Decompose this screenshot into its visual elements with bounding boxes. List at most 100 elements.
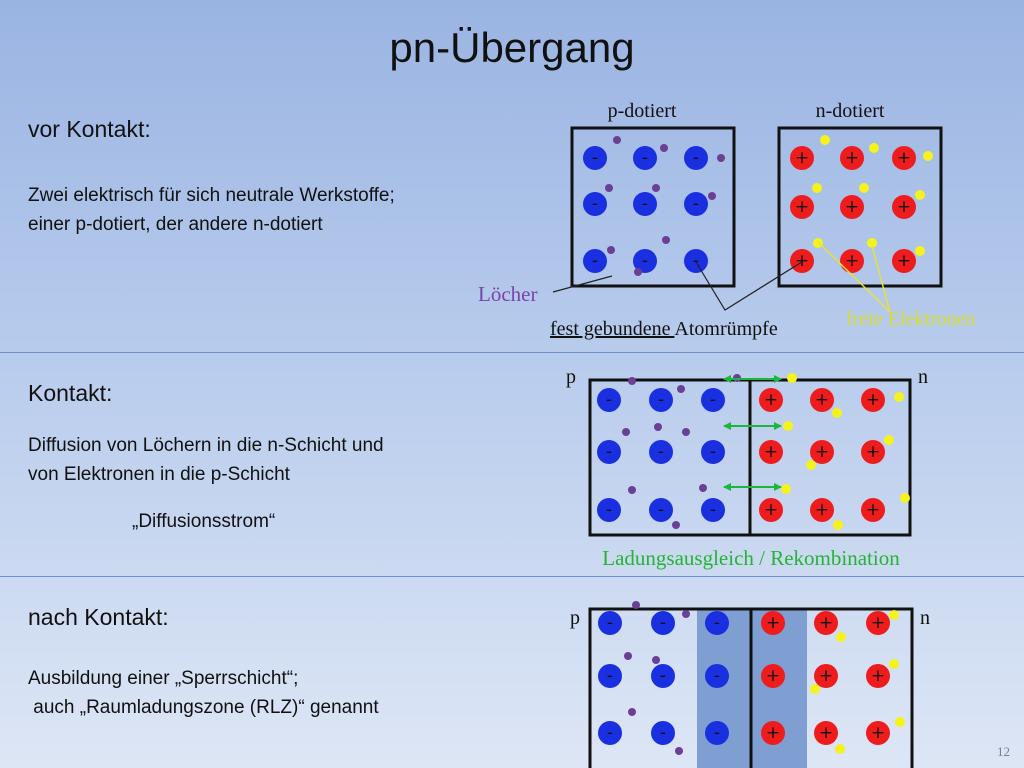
hole-dot (662, 236, 670, 244)
section-heading-vor-kontakt: vor Kontakt: (28, 116, 151, 142)
acceptor-ion-circle (633, 146, 657, 170)
donor-ion-circle (892, 195, 916, 219)
d3-p-label: p (570, 607, 580, 629)
acceptor-ion-circle (651, 664, 675, 688)
acceptor-ion: - (597, 388, 621, 412)
hole-dot (708, 192, 716, 200)
plus-sign: + (766, 666, 780, 686)
electron-dot (812, 183, 822, 193)
donor-ion: + (840, 195, 864, 219)
holes-label: Löcher (478, 282, 537, 306)
minus-sign: - (607, 613, 613, 633)
hole-dot (682, 610, 690, 618)
acceptor-ion: - (597, 498, 621, 522)
electron-dot (869, 143, 879, 153)
donor-ion: + (866, 721, 890, 745)
donor-ion-circle (759, 440, 783, 464)
acceptor-ion: - (651, 664, 675, 688)
electron-pointer-line (871, 245, 891, 313)
acceptor-ion: - (705, 611, 729, 635)
donor-ion-circle (866, 721, 890, 745)
acceptor-ion: - (684, 192, 708, 216)
n-dotiert-label: n-dotiert (816, 100, 885, 122)
donor-ion: + (866, 611, 890, 635)
acceptor-ion: - (598, 721, 622, 745)
plus-sign: + (897, 197, 911, 217)
section-heading-kontakt: Kontakt: (28, 380, 113, 406)
electron-dot (859, 183, 869, 193)
donor-ion-circle (761, 664, 785, 688)
minus-sign: - (592, 194, 598, 214)
electron-dot (806, 460, 816, 470)
section-text-vor-kontakt: Zwei elektrisch für sich neutrale Werkst… (28, 185, 395, 235)
minus-sign: - (658, 500, 664, 520)
acceptor-ion: - (651, 721, 675, 745)
donor-ion: + (840, 146, 864, 170)
hole-dot (717, 154, 725, 162)
plus-sign: + (764, 500, 778, 520)
donor-ion: + (810, 388, 834, 412)
electron-dot (810, 684, 820, 694)
donor-ion: + (861, 388, 885, 412)
d3-n-label: n (920, 607, 930, 629)
section-text-nach-kontakt: Ausbildung einer „Sperrschicht“; auch „R… (28, 668, 379, 718)
plus-sign: + (871, 723, 885, 743)
acceptor-ion-circle (597, 440, 621, 464)
slide-title: pn-Übergang (389, 24, 635, 71)
electron-dot (867, 238, 877, 248)
minus-sign: - (660, 613, 666, 633)
acceptor-ion: - (633, 249, 657, 273)
electron-dot (836, 632, 846, 642)
divider (0, 576, 1024, 577)
plus-sign: + (845, 197, 859, 217)
donor-ion-circle (866, 664, 890, 688)
donor-ion-circle (759, 498, 783, 522)
acceptor-ion-circle (651, 721, 675, 745)
plus-sign: + (795, 197, 809, 217)
minus-sign: - (714, 613, 720, 633)
hole-dot (675, 747, 683, 755)
acceptor-ion-circle (705, 664, 729, 688)
plus-sign: + (766, 613, 780, 633)
p-doped-block (570, 126, 736, 288)
acceptor-ion: - (684, 146, 708, 170)
acceptor-ion-circle (651, 611, 675, 635)
minus-sign: - (592, 148, 598, 168)
donor-ion: + (810, 440, 834, 464)
donor-ion-circle (814, 721, 838, 745)
hole-dot (628, 486, 636, 494)
electron-dot (900, 493, 910, 503)
plus-sign: + (815, 390, 829, 410)
acceptor-ion: - (583, 146, 607, 170)
donor-ion-circle (861, 440, 885, 464)
hole-dot (605, 184, 613, 192)
fixed-atom-cores-label: fest gebundene Atomrümpfe (550, 318, 778, 340)
minus-sign: - (606, 390, 612, 410)
electron-dot (787, 373, 797, 383)
plus-sign: + (795, 148, 809, 168)
hole-dot (607, 246, 615, 254)
minus-sign: - (693, 148, 699, 168)
acceptor-ion: - (633, 146, 657, 170)
minus-sign: - (642, 148, 648, 168)
minus-sign: - (660, 723, 666, 743)
acceptor-ion: - (598, 611, 622, 635)
plus-sign: + (819, 723, 833, 743)
acceptor-ion-circle (705, 611, 729, 635)
minus-sign: - (714, 723, 720, 743)
divider (0, 352, 1024, 353)
minus-sign: - (693, 251, 699, 271)
donor-ion: + (840, 249, 864, 273)
donor-ion: + (810, 498, 834, 522)
acceptor-ion-circle (597, 498, 621, 522)
electron-dot (884, 435, 894, 445)
plus-sign: + (866, 390, 880, 410)
acceptor-ion: - (684, 249, 708, 273)
acceptor-ion: - (649, 388, 673, 412)
minus-sign: - (642, 251, 648, 271)
page-number: 12 (997, 744, 1010, 759)
donor-ion-circle (790, 249, 814, 273)
acceptor-ion-circle (701, 498, 725, 522)
minus-sign: - (714, 666, 720, 686)
